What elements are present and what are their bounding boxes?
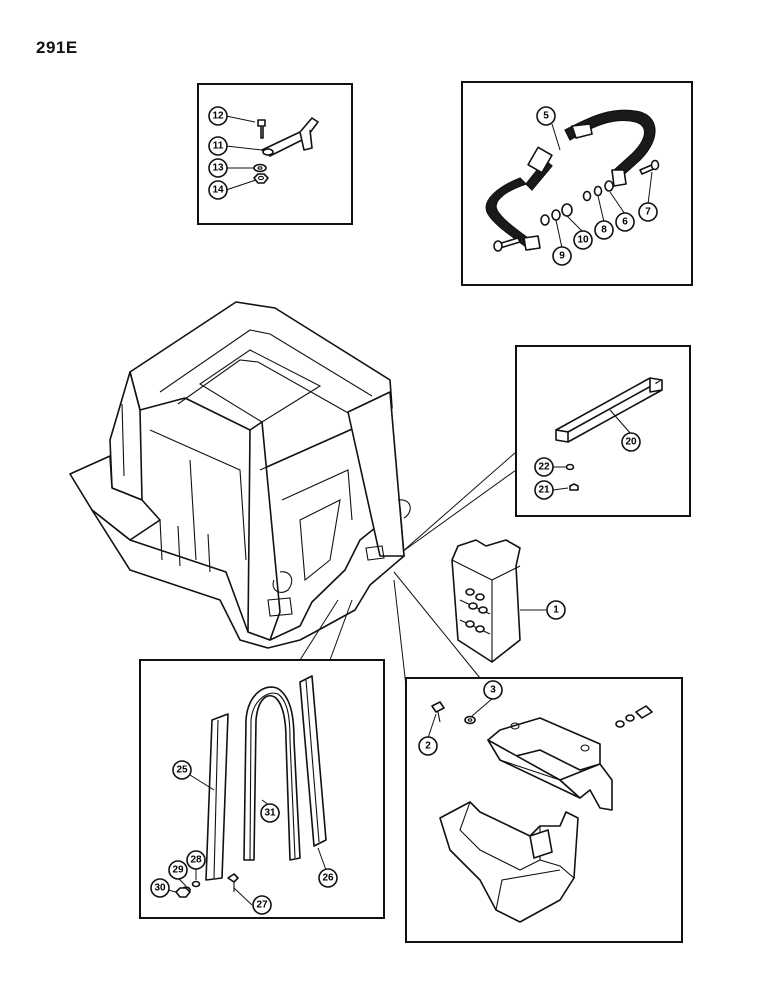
svg-text:27: 27 bbox=[256, 900, 268, 911]
bolt-left bbox=[493, 237, 521, 252]
svg-text:20: 20 bbox=[625, 437, 637, 448]
lower-bracket bbox=[439, 801, 579, 923]
callout-26: 26 bbox=[318, 868, 338, 888]
strip-25 bbox=[205, 713, 229, 881]
leader-box-e-to-cab bbox=[393, 579, 407, 687]
detail-box-brackets bbox=[393, 571, 683, 943]
svg-text:29: 29 bbox=[172, 865, 184, 876]
svg-text:5: 5 bbox=[543, 111, 549, 122]
callout-25: 25 bbox=[172, 760, 192, 780]
svg-text:6: 6 bbox=[622, 217, 628, 228]
callout-29: 29 bbox=[168, 860, 188, 880]
svg-text:21: 21 bbox=[538, 485, 550, 496]
nut-30 bbox=[175, 887, 191, 898]
hardware-stack bbox=[540, 180, 614, 226]
detail-box-bracket bbox=[197, 83, 353, 225]
callout-28: 28 bbox=[186, 850, 206, 870]
callout-31: 31 bbox=[260, 803, 280, 823]
bolt-2 bbox=[431, 701, 445, 723]
svg-text:25: 25 bbox=[176, 765, 188, 776]
svg-text:31: 31 bbox=[264, 808, 276, 819]
upper-bracket bbox=[487, 717, 613, 811]
detail-box-seat-belt bbox=[461, 81, 693, 286]
bracket-part bbox=[261, 117, 319, 157]
screw-21 bbox=[569, 483, 579, 491]
svg-text:13: 13 bbox=[212, 163, 224, 174]
leader-box-d-to-cab bbox=[299, 599, 339, 661]
svg-text:9: 9 bbox=[559, 251, 565, 262]
svg-text:11: 11 bbox=[213, 141, 224, 152]
callout-12: 12 bbox=[208, 106, 228, 126]
svg-text:8: 8 bbox=[601, 225, 607, 236]
bolt-7 bbox=[639, 159, 660, 175]
strip-26 bbox=[299, 675, 327, 847]
washer-3 bbox=[464, 715, 476, 725]
callout-3: 3 bbox=[483, 680, 503, 700]
svg-text:2: 2 bbox=[425, 741, 431, 752]
svg-text:22: 22 bbox=[538, 462, 550, 473]
callout-8: 8 bbox=[594, 220, 614, 240]
callout-11: 11 bbox=[208, 136, 228, 156]
callout-1: 1 bbox=[546, 600, 566, 620]
svg-text:26: 26 bbox=[322, 873, 334, 884]
callout-20: 20 bbox=[621, 432, 641, 452]
svg-text:1: 1 bbox=[553, 605, 559, 616]
seal-31 bbox=[243, 686, 301, 861]
angle-bar-20 bbox=[555, 377, 663, 443]
nut-22 bbox=[565, 463, 575, 471]
callout-9: 9 bbox=[552, 246, 572, 266]
detail-box-seals bbox=[139, 599, 385, 919]
callout-7: 7 bbox=[638, 202, 658, 222]
callout-10: 10 bbox=[573, 230, 593, 250]
callout-30: 30 bbox=[150, 878, 170, 898]
callout-5: 5 bbox=[536, 106, 556, 126]
detail-frame-brackets bbox=[405, 677, 683, 943]
svg-text:7: 7 bbox=[645, 207, 651, 218]
detail-frame-bar bbox=[515, 345, 691, 517]
leader-box-d-to-cab-2 bbox=[329, 599, 353, 661]
detail-box-bar bbox=[401, 345, 691, 553]
storage-box-1 bbox=[451, 539, 521, 663]
detail-frame-seals bbox=[139, 659, 385, 919]
seat-belt-strap bbox=[485, 109, 656, 251]
washer-13 bbox=[253, 163, 267, 173]
detail-frame-bracket bbox=[197, 83, 353, 225]
svg-text:14: 14 bbox=[212, 185, 224, 196]
screw-27 bbox=[227, 873, 239, 892]
nut-14 bbox=[253, 173, 269, 184]
callout-22: 22 bbox=[534, 457, 554, 477]
bolt-12 bbox=[257, 119, 266, 139]
hardware-right bbox=[615, 705, 653, 728]
svg-text:3: 3 bbox=[490, 685, 496, 696]
svg-text:28: 28 bbox=[190, 855, 202, 866]
callout-6: 6 bbox=[615, 212, 635, 232]
leader-box-c-to-cab bbox=[401, 451, 517, 553]
callout-14: 14 bbox=[208, 180, 228, 200]
page-number-label: 291E bbox=[36, 38, 78, 57]
callout-2: 2 bbox=[418, 736, 438, 756]
callout-21: 21 bbox=[534, 480, 554, 500]
leader-box-c-to-cab-2 bbox=[401, 469, 517, 553]
svg-text:10: 10 bbox=[577, 235, 589, 246]
cab-assembly bbox=[69, 301, 411, 649]
leader-box-e-to-cab-2 bbox=[393, 571, 481, 679]
detail-frame-seat-belt bbox=[461, 81, 693, 286]
svg-text:12: 12 bbox=[212, 111, 224, 122]
callout-13: 13 bbox=[208, 158, 228, 178]
callout-27: 27 bbox=[252, 895, 272, 915]
svg-text:30: 30 bbox=[154, 883, 166, 894]
